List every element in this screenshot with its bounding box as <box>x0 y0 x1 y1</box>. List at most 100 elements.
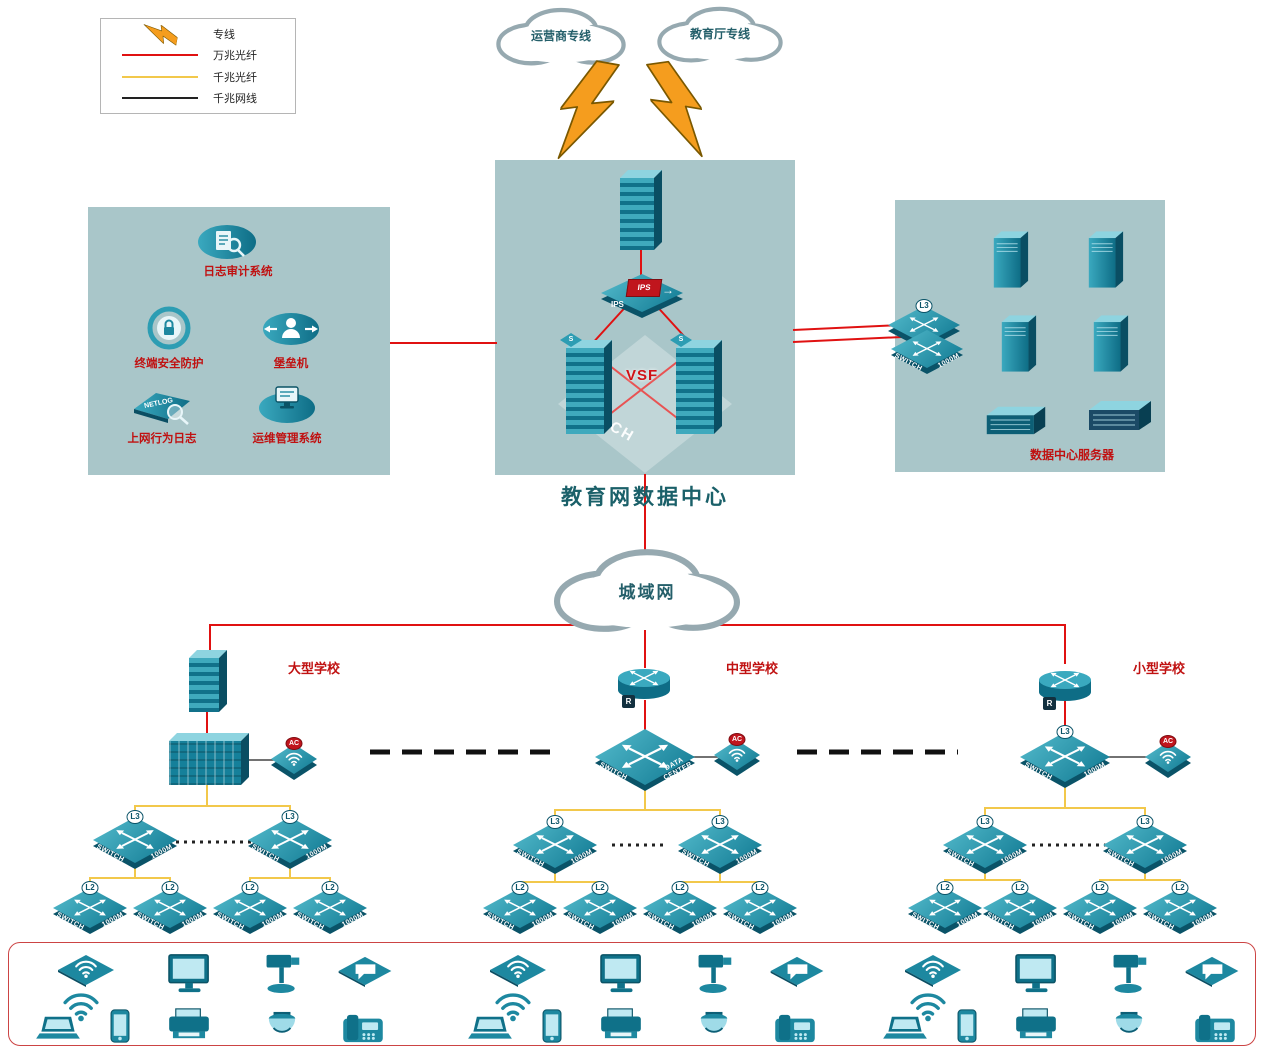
switch-badge: L2 <box>161 881 179 895</box>
rack-server-icon <box>983 403 1049 442</box>
switch-badge: L2 <box>321 881 339 895</box>
wireless-ap-icon <box>58 953 114 992</box>
laptop-icon <box>33 1015 83 1048</box>
red-line-sample <box>122 54 198 57</box>
message-device-icon <box>1185 955 1239 992</box>
l2-access-switch: L2 SWITCH 1000M <box>53 881 127 934</box>
dome-camera-icon <box>265 1011 299 1048</box>
legend: 专线 万兆光纤 千兆光纤 千兆网线 <box>100 18 296 114</box>
school-label-small: 小型学校 <box>1133 661 1186 676</box>
ac-badge: AC <box>285 737 303 750</box>
netlog-device-icon: NETLOG <box>130 387 194 432</box>
desktop-monitor-icon <box>599 953 645 1000</box>
l2-access-switch: L2 SWITCH 1000M <box>1063 881 1137 934</box>
black-line-sample <box>122 97 198 100</box>
wireless-ap-icon <box>490 953 546 992</box>
laptop-icon <box>880 1015 930 1048</box>
router-small-school: R <box>1037 664 1093 710</box>
edu-dept-line-cloud: 教育厅专线 <box>644 4 796 66</box>
server-icon <box>998 312 1038 379</box>
l2-access-switch: L2 SWITCH 1000M <box>723 881 797 934</box>
wireless-controller: AC <box>714 733 760 776</box>
arrow-right-icon: → <box>662 283 674 297</box>
message-device-icon <box>338 955 392 992</box>
switch-badge: L3 <box>1056 725 1074 739</box>
l2-access-switch: L2 SWITCH 1000M <box>483 881 557 934</box>
switch-badge: L2 <box>81 881 99 895</box>
rack-server-icon <box>1085 397 1155 438</box>
legend-row-1g-cable: 千兆网线 <box>107 88 289 109</box>
end-devices-panel <box>8 942 1256 1046</box>
bastion-host-icon <box>261 311 321 352</box>
ops-management-label: 运维管理系统 <box>252 433 322 445</box>
switch-badge: L3 <box>915 299 933 313</box>
printer-icon <box>1014 1007 1058 1046</box>
switch-badge: L3 <box>1136 815 1154 829</box>
switch-badge: L2 <box>751 881 769 895</box>
switch-badge: L2 <box>1011 881 1029 895</box>
wireless-ap-icon <box>905 953 961 992</box>
switch-badge: L3 <box>126 810 144 824</box>
security-systems-zone: 日志审计系统 终端安全防护 堡垒机 NETLOG 上网行为日志 运维管理系统 <box>88 207 390 475</box>
l3-aggregation-switch: L3 SWITCH 1000M <box>1103 815 1187 874</box>
desk-phone-icon <box>773 1013 817 1050</box>
server-badge: S <box>670 333 692 347</box>
l2-access-switch: L2 SWITCH 1000M <box>643 881 717 934</box>
smartphone-icon <box>542 1009 562 1048</box>
desk-phone-icon <box>1193 1013 1237 1050</box>
l3-aggregation-switch: L3 SWITCH 1000M <box>93 810 177 869</box>
ips-screen: IPS <box>625 279 663 297</box>
ips-device: IPS → IPS <box>601 274 683 318</box>
lightning-bolt-icon <box>560 56 612 173</box>
edge-firewall-large-school <box>189 650 227 712</box>
bastion-host-label: 堡垒机 <box>273 358 309 370</box>
server-icon <box>990 228 1030 295</box>
dome-camera-icon <box>697 1011 731 1048</box>
education-datacenter-zone: IPS → IPS SWITCH S S VSF <box>495 160 795 475</box>
printer-icon <box>167 1007 211 1046</box>
router-badge: R <box>1043 697 1056 710</box>
ac-badge: AC <box>728 733 746 746</box>
yellow-line-sample <box>122 75 198 78</box>
l3-aggregation-switch: L3 SWITCH 1000M <box>513 815 597 874</box>
ac-badge: AC <box>1159 735 1177 748</box>
core-switch-small-school: L3 SWITCH 1000M <box>1020 725 1110 788</box>
desktop-monitor-icon <box>167 953 213 1000</box>
l2-access-switch: L2 SWITCH 1000M <box>293 881 367 934</box>
l3-aggregation-switch: L3 SWITCH 1000M <box>943 815 1027 874</box>
desk-phone-icon <box>341 1013 385 1050</box>
vsf-server-1: S <box>560 333 612 434</box>
l2-access-switch: L2 SWITCH 1000M <box>133 881 207 934</box>
ptz-camera-icon <box>1109 951 1149 1000</box>
carrier-line-cloud: 运营商专线 <box>485 5 637 69</box>
ptz-camera-icon <box>262 951 302 1000</box>
router-badge: R <box>622 695 635 708</box>
vsf-server-2: S <box>670 333 722 434</box>
legend-row-dedicated-line: 专线 <box>107 23 289 44</box>
laptop-icon <box>465 1015 515 1048</box>
core-firewall-device <box>620 170 662 250</box>
smartphone-icon <box>957 1009 977 1048</box>
message-device-icon <box>770 955 824 992</box>
datacenter-switch-stack-bottom: SWITCH 1000M <box>891 330 963 374</box>
ops-management-icon <box>257 383 317 430</box>
l2-access-switch: L2 SWITCH 1000M <box>1143 881 1217 934</box>
l2-access-switch: L2 SWITCH 1000M <box>213 881 287 934</box>
datacenter-servers-label: 数据中心服务器 <box>1029 448 1114 462</box>
terminal-security-label: 终端安全防护 <box>134 358 204 370</box>
router-medium-school: R <box>616 662 672 708</box>
lightning-bolt-icon <box>652 58 702 169</box>
server-icon <box>1090 312 1130 379</box>
l3-aggregation-switch: L3 SWITCH 1000M <box>678 815 762 874</box>
switch-badge: L2 <box>1171 881 1189 895</box>
switch-badge: L3 <box>711 815 729 829</box>
ips-label: IPS <box>611 300 624 309</box>
switch-badge: L2 <box>241 881 259 895</box>
school-label-large: 大型学校 <box>288 661 341 676</box>
terminal-security-icon <box>147 306 191 355</box>
wireless-controller: AC <box>1145 735 1191 778</box>
core-chassis-large-school <box>169 733 249 785</box>
vsf-label: VSF <box>626 367 659 384</box>
